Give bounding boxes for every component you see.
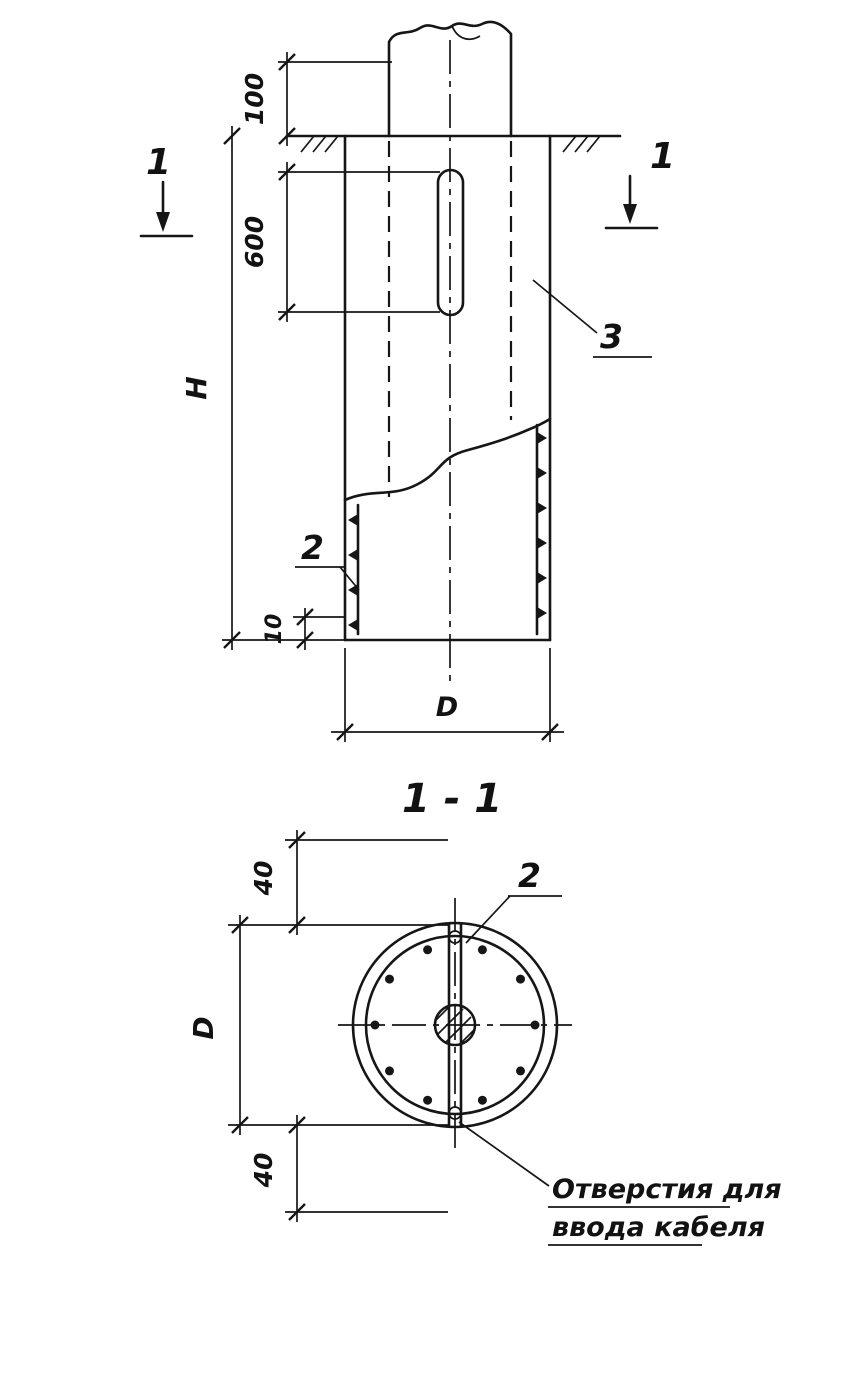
dimension-D-section: D	[187, 915, 450, 1135]
center-hub	[433, 1003, 477, 1047]
dim-label-100: 100	[240, 73, 269, 125]
section-mark-left-label: 1	[146, 142, 171, 183]
dimension-40-top: 40	[249, 830, 448, 935]
part-label-3-text: 3	[600, 317, 623, 356]
callout-text-line1: Отверстия для	[552, 1174, 782, 1205]
dim-label-600: 600	[240, 216, 269, 268]
section-view: 1 - 1	[187, 776, 782, 1246]
part-label-2-section-text: 2	[518, 856, 541, 895]
section-marker-left: 1	[139, 142, 194, 238]
dimension-10: 10	[262, 608, 345, 650]
part-label-2-elevation-text: 2	[301, 528, 324, 567]
section-mark-right-label: 1	[650, 136, 675, 177]
break-line	[343, 417, 552, 502]
dim-label-D-elevation: D	[436, 692, 458, 723]
dim-label-D-section: D	[187, 1016, 220, 1039]
dim-label-H: H	[180, 376, 213, 399]
part-label-2-elevation: 2	[295, 528, 360, 591]
part-label-2-section: 2	[465, 856, 562, 944]
part-label-3: 3	[532, 279, 652, 358]
dimension-600: 600	[240, 162, 440, 322]
hidden-pipe-lines	[387, 141, 513, 497]
section-marker-right: 1	[604, 136, 675, 230]
dimension-40-bottom: 40	[249, 1115, 448, 1222]
slot-opening	[436, 168, 465, 317]
central-slot	[447, 922, 463, 1128]
dimension-H: H	[180, 126, 345, 650]
ground-line	[285, 134, 622, 153]
outer-circle	[351, 921, 559, 1129]
section-title: 1 - 1	[402, 776, 502, 822]
dimension-D-elevation: D	[331, 648, 564, 742]
pole-above-ground	[387, 20, 513, 138]
cable-holes-callout: Отверстия для ввода кабеля	[458, 1121, 782, 1246]
elevation-view: 100 600 H 10	[139, 20, 675, 742]
dimension-100: 100	[240, 52, 392, 146]
reinforcement-strips	[348, 423, 547, 636]
rebar-dots	[370, 945, 540, 1105]
dim-label-10: 10	[262, 614, 287, 645]
foundation-outline	[343, 134, 552, 642]
dim-label-40-bottom: 40	[249, 1153, 278, 1189]
callout-text-line2: ввода кабеля	[552, 1212, 765, 1243]
inner-circle	[364, 934, 546, 1116]
dim-label-40-top: 40	[249, 861, 278, 897]
